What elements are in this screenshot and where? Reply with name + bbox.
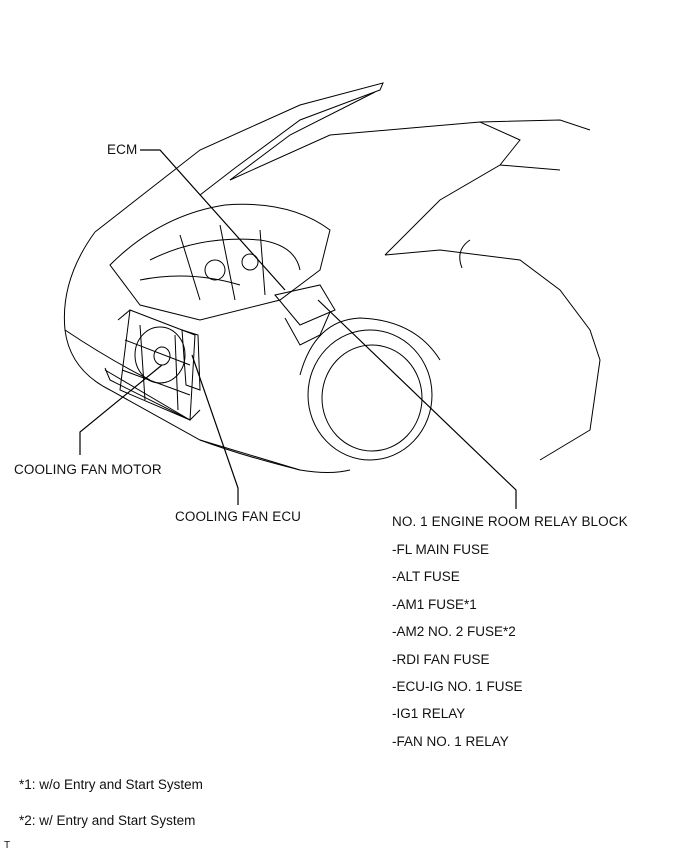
relay-block-item: -ALT FUSE: [392, 569, 460, 584]
cooling-fan-motor-label: COOLING FAN MOTOR: [14, 462, 162, 477]
ecm-leader: [140, 150, 285, 290]
fan-ecu-shape: [182, 330, 200, 390]
hood-outline: [95, 83, 383, 232]
relay-block-item: -RDI FAN FUSE: [392, 652, 490, 667]
relay-block-shape: [275, 285, 335, 325]
cooling-fan-ecu-label: COOLING FAN ECU: [175, 509, 302, 524]
cooling-fan: [135, 327, 185, 383]
footnote-1: *1: w/o Entry and Start System: [19, 777, 203, 792]
windshield: [230, 122, 520, 255]
engine-bay: [110, 204, 330, 320]
front-wheel: [308, 330, 432, 460]
relay-block-item: -AM1 FUSE*1: [392, 597, 477, 612]
ecm-label: ECM: [107, 142, 138, 157]
corner-mark: T: [4, 840, 11, 851]
relay-block-label: NO. 1 ENGINE ROOM RELAY BLOCK: [392, 514, 628, 529]
relay-block-item: -FL MAIN FUSE: [392, 542, 490, 557]
body-line: [385, 250, 600, 460]
footnote-2: *2: w/ Entry and Start System: [19, 813, 196, 828]
relay-block-item: -IG1 RELAY: [392, 706, 466, 721]
relay-block-item: -ECU-IG NO. 1 FUSE: [392, 679, 523, 694]
relay-block-leader: [318, 300, 516, 509]
relay-block-item: -AM2 NO. 2 FUSE*2: [392, 624, 516, 639]
relay-block-item: -FAN NO. 1 RELAY: [392, 734, 509, 749]
cooling-fan-motor-leader: [80, 365, 162, 455]
cooling-fan-ecu-leader: [192, 355, 238, 505]
hood-edge: [230, 92, 375, 180]
